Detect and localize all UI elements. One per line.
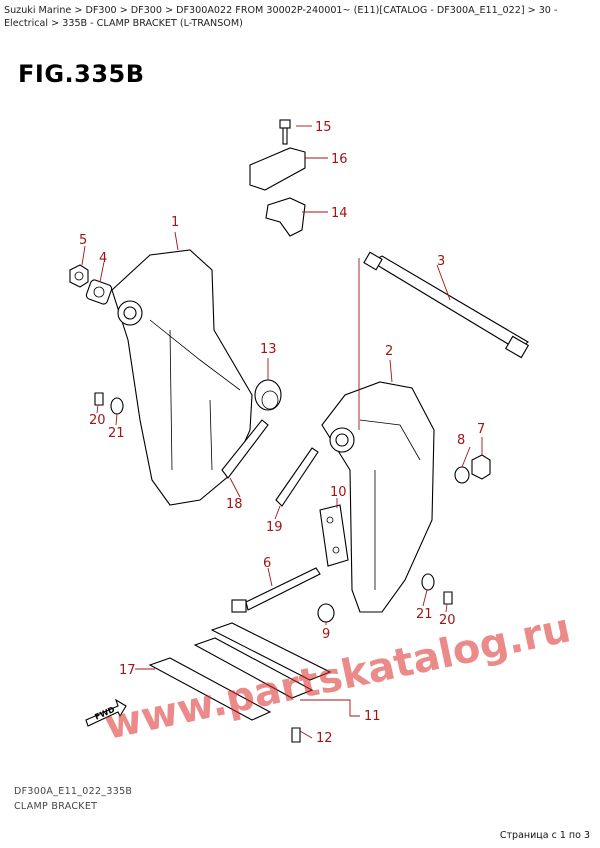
caption: CLAMP BRACKET <box>14 801 98 812</box>
part-12-screw <box>291 727 301 743</box>
callout-20-right: 20 <box>439 613 456 628</box>
part-18-pin <box>221 419 269 479</box>
callouts: 1 2 3 4 5 6 7 8 9 10 11 12 14 15 16 17 1… <box>79 120 485 746</box>
callout-8: 8 <box>457 433 465 448</box>
part-8-washer <box>454 466 470 484</box>
callout-18: 18 <box>226 497 243 512</box>
part-5-nut <box>69 264 89 288</box>
callout-5: 5 <box>79 233 87 248</box>
callout-4: 4 <box>99 251 107 266</box>
part-11-pad-a <box>193 637 314 699</box>
part-4-washer <box>85 279 113 305</box>
callout-6: 6 <box>263 556 271 571</box>
part-15-bolt <box>279 119 291 145</box>
part-3-shaft <box>363 251 530 359</box>
pager: Страница с 1 по 3 <box>499 830 590 841</box>
part-9-washer <box>317 603 335 623</box>
callout-16: 16 <box>331 152 348 167</box>
part-20-screw-right <box>443 591 453 605</box>
callout-21-right: 21 <box>416 607 433 622</box>
part-14-plate <box>265 197 306 237</box>
callout-20-left: 20 <box>89 413 106 428</box>
part-21-washer-left <box>110 397 124 415</box>
figure-title: FIG.335B <box>18 60 145 88</box>
part-7-nut <box>471 454 491 480</box>
part-21-washer-right <box>421 573 435 591</box>
part-10-plate <box>319 504 349 567</box>
callout-12: 12 <box>316 731 333 746</box>
part-11-pad-b <box>210 622 332 681</box>
part-20-screw-left <box>94 392 104 406</box>
part-16-plate <box>249 147 306 191</box>
callout-3: 3 <box>437 254 445 269</box>
part-17-pad <box>148 657 272 721</box>
callout-21-left: 21 <box>108 426 125 441</box>
breadcrumb: Suzuki Marine > DF300 > DF300 > DF300A02… <box>4 5 558 29</box>
callout-10: 10 <box>330 485 347 500</box>
callout-7: 7 <box>477 422 485 437</box>
callout-9: 9 <box>322 627 330 642</box>
drawing-code: DF300A_E11_022_335B <box>14 786 133 797</box>
callout-15: 15 <box>315 120 332 135</box>
callout-17: 17 <box>119 663 136 678</box>
part-19-pin <box>275 447 319 507</box>
callout-1: 1 <box>171 215 179 230</box>
part-6-bolt <box>231 567 321 613</box>
callout-19: 19 <box>266 520 283 535</box>
callout-2: 2 <box>385 344 393 359</box>
callout-13: 13 <box>260 342 277 357</box>
leader-lines <box>81 125 483 739</box>
callout-11: 11 <box>364 709 381 724</box>
callout-14: 14 <box>331 206 348 221</box>
